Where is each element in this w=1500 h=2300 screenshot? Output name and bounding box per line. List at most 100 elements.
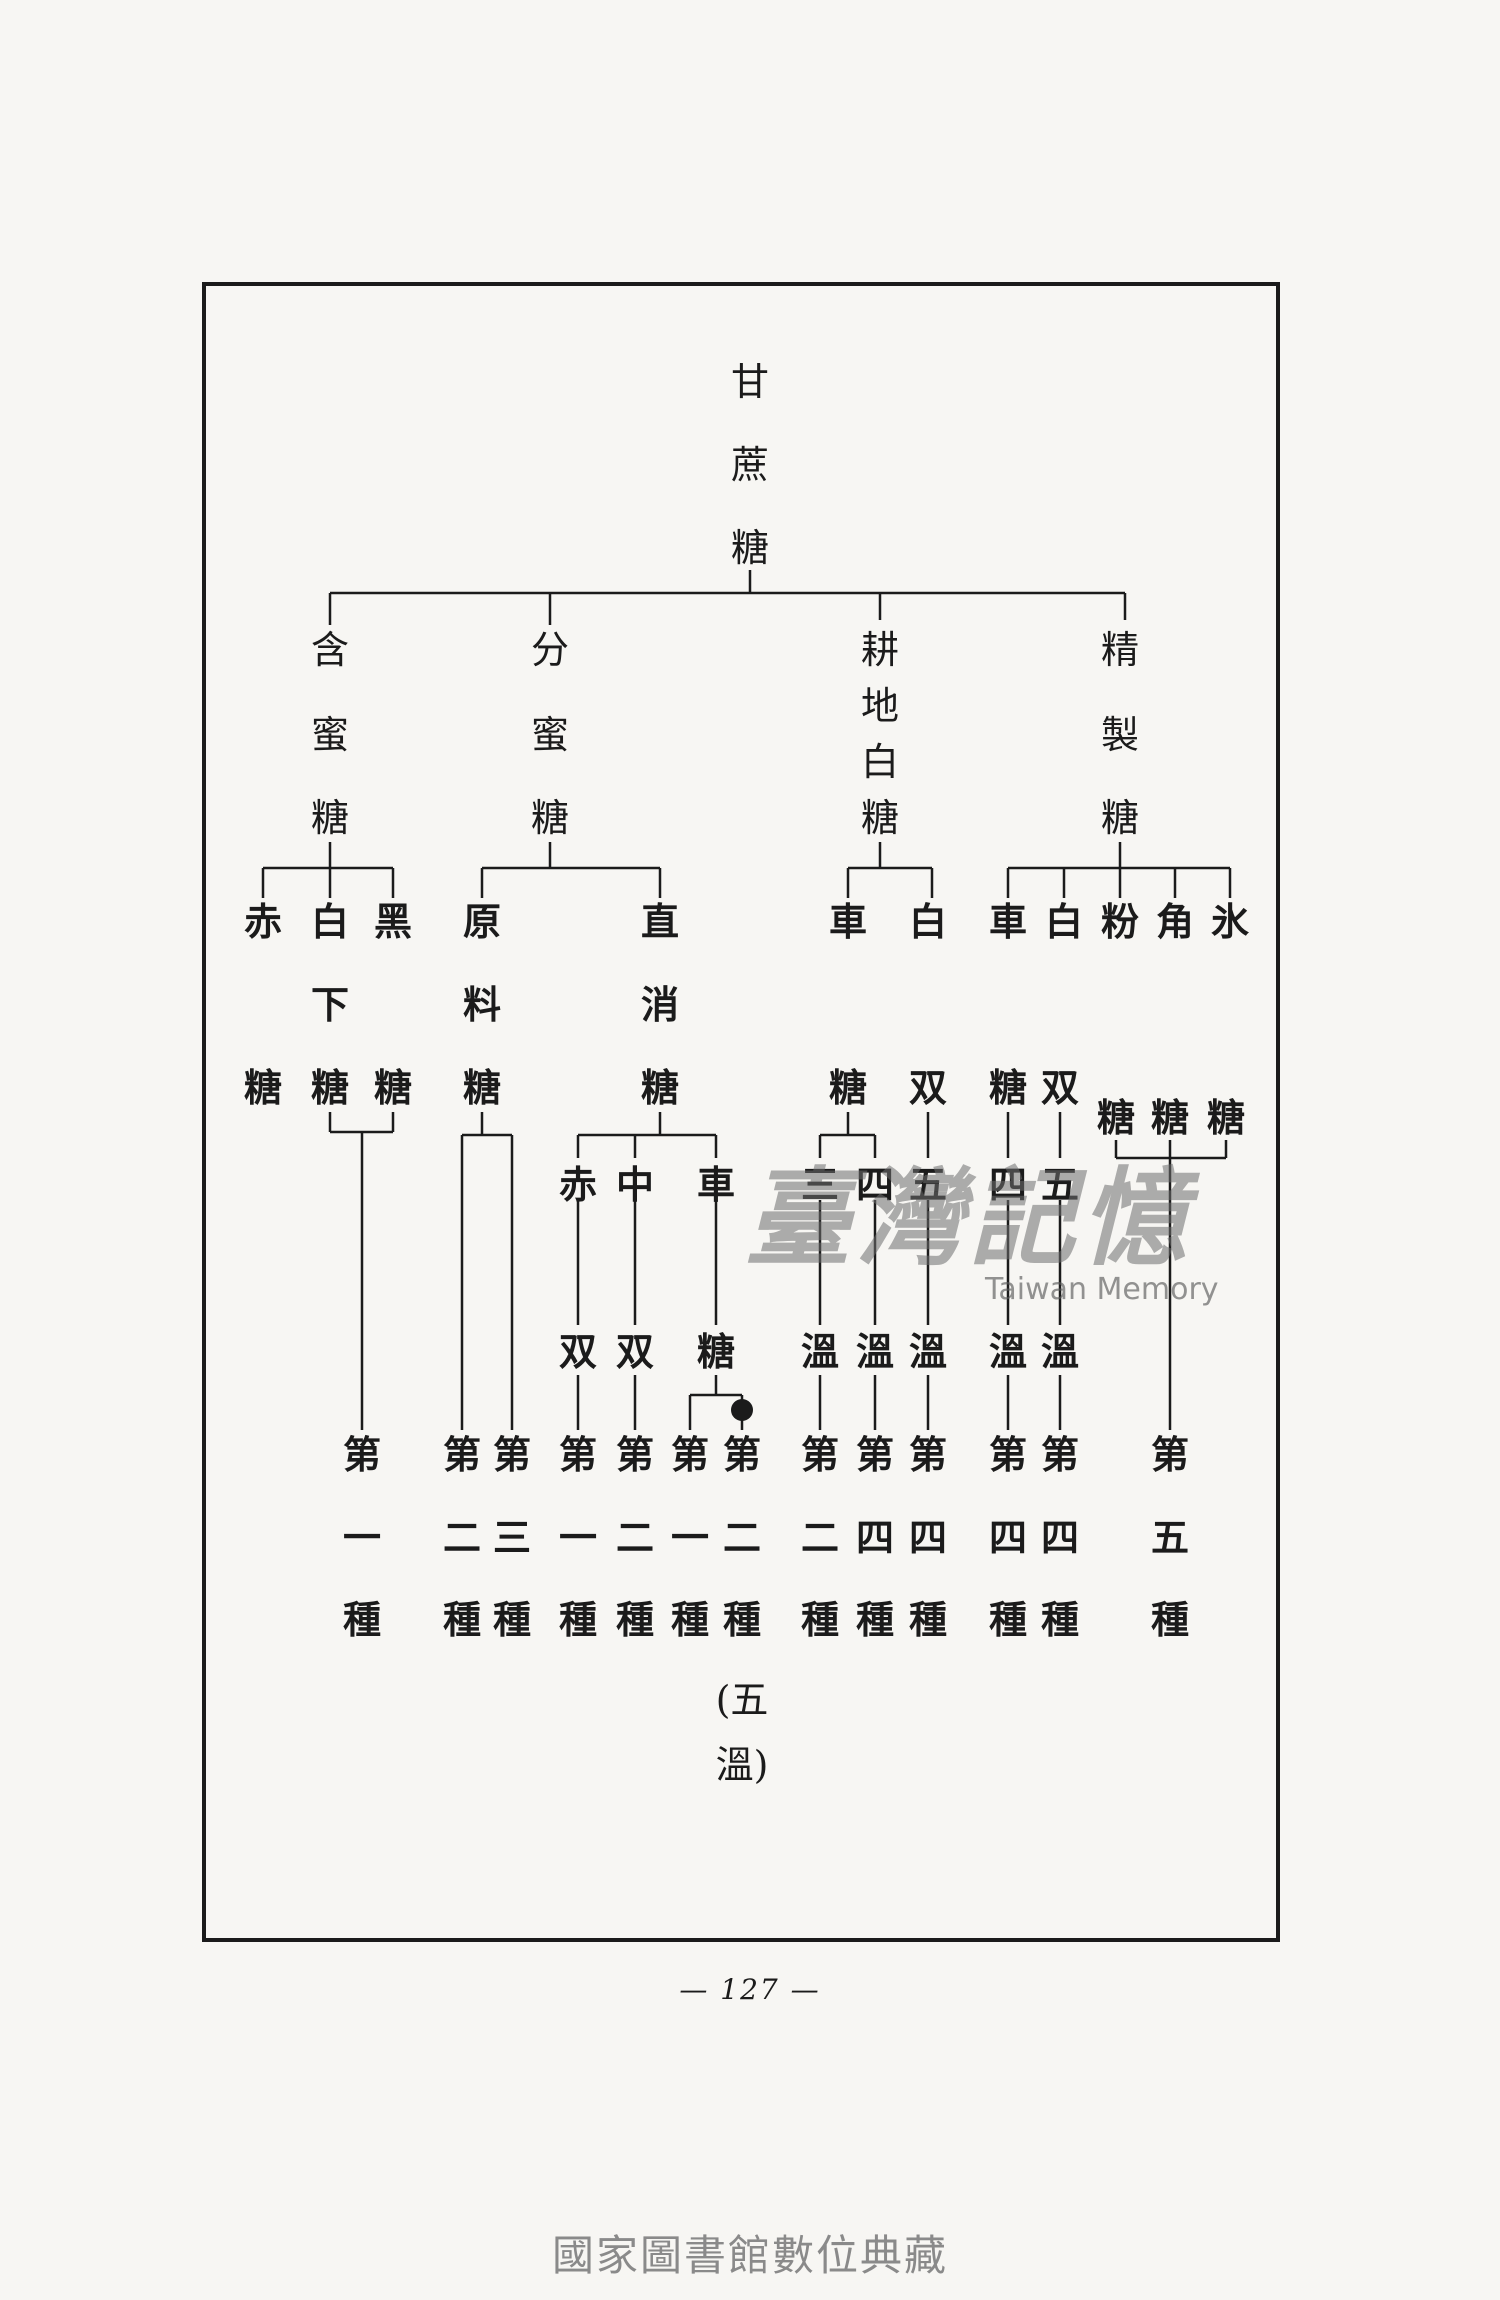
j-fen: 粉 — [1100, 899, 1139, 944]
j-bai: 白 — [1044, 899, 1083, 944]
cat-fenmi-1: 分 — [530, 628, 569, 672]
g-hei-2: 糖 — [373, 1065, 412, 1110]
class-num-3: 三 — [492, 1515, 531, 1560]
class-num-6: 一 — [670, 1515, 709, 1560]
class-di-11: 第 — [988, 1432, 1027, 1477]
e-shuang: 双 — [908, 1065, 947, 1110]
class-zhong-8: 種 — [800, 1597, 839, 1642]
cat-gengdi-3: 白 — [860, 740, 899, 784]
class-zhong-9: 種 — [855, 1597, 894, 1642]
cat-gengdi-4: 糖 — [860, 796, 899, 840]
e-wu: 五 — [908, 1162, 947, 1207]
class-di-10: 第 — [908, 1432, 947, 1477]
class-di-8: 第 — [800, 1432, 839, 1477]
class-num-8: 二 — [800, 1515, 839, 1560]
cat-gengdi-2: 地 — [860, 684, 899, 728]
f-zhixiao-2: 消 — [640, 982, 679, 1027]
cat-jingzhi-3: 糖 — [1100, 796, 1139, 840]
g-baixia-2: 下 — [310, 982, 349, 1027]
j-wen-1: 溫 — [988, 1329, 1027, 1374]
j-si: 四 — [988, 1162, 1027, 1207]
g-chi-2: 糖 — [243, 1065, 282, 1110]
class-num-7: 二 — [722, 1515, 761, 1560]
class-di-3: 第 — [492, 1432, 531, 1477]
j-wen-2: 溫 — [1040, 1329, 1079, 1374]
e-si: 四 — [855, 1162, 894, 1207]
class-zhong-6: 種 — [670, 1597, 709, 1642]
class-di-2: 第 — [442, 1432, 481, 1477]
cat-gengdi-1: 耕 — [860, 628, 899, 672]
f-zhixiao-1: 直 — [640, 899, 679, 944]
e-tang: 糖 — [828, 1065, 867, 1110]
j-shuang: 双 — [1040, 1065, 1079, 1110]
cat-ganmi-1: 含 — [310, 628, 349, 672]
j-jiao: 角 — [1155, 899, 1194, 944]
cat-fenmi-2: 蜜 — [530, 713, 569, 757]
z-zhong: 中 — [615, 1162, 654, 1207]
f-yuanliao-2: 料 — [462, 982, 501, 1027]
e-wen-3: 溫 — [908, 1329, 947, 1374]
class-num-11: 四 — [988, 1515, 1027, 1560]
e-wen-2: 溫 — [855, 1329, 894, 1374]
class-zhong-10: 種 — [908, 1597, 947, 1642]
class-di-7: 第 — [722, 1432, 761, 1477]
cat-jingzhi-2: 製 — [1100, 713, 1139, 757]
footer-caption: 國家圖書館數位典藏 — [551, 2231, 948, 2280]
class-di-6: 第 — [670, 1432, 709, 1477]
class-num-4: 一 — [558, 1515, 597, 1560]
z-shuang-2: 双 — [615, 1329, 654, 1374]
page-frame — [202, 282, 1280, 1942]
g-baixia-3: 糖 — [310, 1065, 349, 1110]
class-zhong-13: 種 — [1150, 1597, 1189, 1642]
e-wen-1: 溫 — [800, 1329, 839, 1374]
class-num-13: 五 — [1150, 1515, 1189, 1560]
paren-note-2: 溫) — [715, 1743, 769, 1787]
class-num-9: 四 — [855, 1515, 894, 1560]
cat-ganmi-2: 蜜 — [310, 713, 349, 757]
class-num-1: 一 — [342, 1515, 381, 1560]
class-zhong-2: 種 — [442, 1597, 481, 1642]
e-san: 三 — [800, 1162, 839, 1207]
class-zhong-11: 種 — [988, 1597, 1027, 1642]
class-num-10: 四 — [908, 1515, 947, 1560]
class-di-1: 第 — [342, 1432, 381, 1477]
j-tang-4: 糖 — [1150, 1095, 1189, 1140]
page-number: — 127 — — [679, 1973, 821, 2006]
class-di-13: 第 — [1150, 1432, 1189, 1477]
f-yuanliao-3: 糖 — [462, 1065, 501, 1110]
g-baixia-1: 白 — [310, 899, 349, 944]
root-char-2: 蔗 — [730, 443, 769, 487]
class-zhong-12: 種 — [1040, 1597, 1079, 1642]
class-num-2: 二 — [442, 1515, 481, 1560]
class-di-5: 第 — [615, 1432, 654, 1477]
j-che: 車 — [988, 899, 1027, 944]
class-zhong-4: 種 — [558, 1597, 597, 1642]
z-shuang-1: 双 — [558, 1329, 597, 1374]
j-tang-3: 糖 — [1096, 1095, 1135, 1140]
j-tang-5: 糖 — [1206, 1095, 1245, 1140]
j-wu: 五 — [1040, 1162, 1079, 1207]
cat-fenmi-3: 糖 — [530, 796, 569, 840]
g-hei-1: 黑 — [373, 899, 412, 944]
j-tang-1: 糖 — [988, 1065, 1027, 1110]
class-zhong-7: 種 — [722, 1597, 761, 1642]
root-char-3: 糖 — [730, 526, 769, 570]
f-zhixiao-3: 糖 — [640, 1065, 679, 1110]
class-di-9: 第 — [855, 1432, 894, 1477]
class-zhong-1: 種 — [342, 1597, 381, 1642]
paren-note-1: (五 — [715, 1678, 769, 1722]
z-che: 車 — [696, 1162, 735, 1207]
z-tang: 糖 — [696, 1329, 735, 1374]
f-yuanliao-1: 原 — [462, 899, 501, 944]
j-bing: 氷 — [1210, 899, 1249, 944]
class-zhong-5: 種 — [615, 1597, 654, 1642]
class-di-12: 第 — [1040, 1432, 1079, 1477]
class-zhong-3: 種 — [492, 1597, 531, 1642]
class-num-12: 四 — [1040, 1515, 1079, 1560]
e-bai: 白 — [908, 899, 947, 944]
g-chi-1: 赤 — [243, 899, 282, 944]
root-char-1: 甘 — [730, 360, 769, 404]
class-di-4: 第 — [558, 1432, 597, 1477]
e-che: 車 — [828, 899, 867, 944]
